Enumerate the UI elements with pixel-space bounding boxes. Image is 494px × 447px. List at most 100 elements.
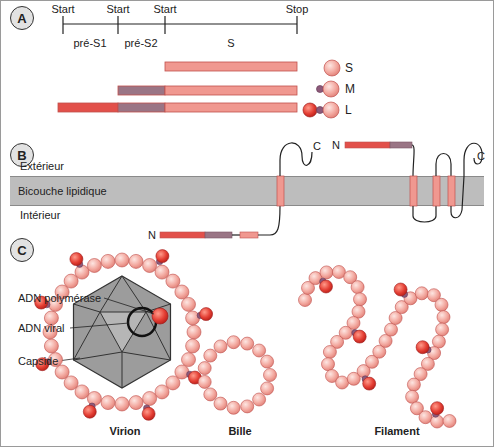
s-protein-bead xyxy=(204,388,217,401)
start-label: Start xyxy=(153,3,176,16)
s-protein-bead xyxy=(115,397,129,411)
pre-s1-ball xyxy=(142,407,155,420)
legend-text: S xyxy=(345,62,353,75)
side-label: Intérieur xyxy=(20,209,60,222)
pre-s1-ball xyxy=(394,283,407,296)
s-protein-bead xyxy=(75,265,89,279)
pre-s1-ball xyxy=(363,377,376,390)
s-protein-bead xyxy=(436,323,449,336)
panel-letter: A xyxy=(10,6,34,30)
node-text: C xyxy=(17,243,26,258)
part-label: Capside xyxy=(18,355,58,368)
pre-s1-ball xyxy=(320,280,333,293)
particle-name: Bille xyxy=(228,425,251,438)
s-protein-bead xyxy=(214,397,227,410)
s-protein-bead xyxy=(354,293,367,306)
legend-text: M xyxy=(345,83,355,96)
s-protein-bead xyxy=(443,415,456,428)
start-label: Start xyxy=(51,3,74,16)
side-label: Extérieur xyxy=(20,160,64,173)
protein-bars xyxy=(58,62,297,112)
s-protein-bead xyxy=(227,401,240,414)
region-label: S xyxy=(227,37,234,50)
legend-samples xyxy=(303,60,340,118)
particle-name: Filament xyxy=(374,425,419,438)
s-protein-bead xyxy=(186,339,200,353)
s-protein-bead xyxy=(407,378,420,391)
s-protein-bead xyxy=(299,294,312,307)
s-protein-bead xyxy=(227,336,240,349)
region-label: pré-S1 xyxy=(73,37,106,50)
s-protein-bead xyxy=(129,396,143,410)
pre-s1-ball xyxy=(83,405,96,418)
s-protein-bead xyxy=(419,411,432,424)
dna-circle xyxy=(128,308,156,336)
s-protein-bead xyxy=(101,396,115,410)
pre-s1-ball xyxy=(156,250,169,263)
s-protein-bead xyxy=(214,340,227,353)
pre-s1-ball xyxy=(353,330,366,343)
pre-s1-ball xyxy=(431,402,444,415)
s-protein-bead xyxy=(101,254,115,268)
particle-beads xyxy=(35,250,456,428)
s-protein-bead xyxy=(406,390,419,403)
s-protein-bead xyxy=(415,287,428,300)
panel-letter: C xyxy=(10,238,34,262)
stop-label: Stop xyxy=(286,3,309,16)
s-protein-bead xyxy=(129,254,143,268)
s-protein-bead xyxy=(198,375,211,388)
filament-guide xyxy=(305,272,458,422)
part-label: ADN viral xyxy=(18,322,64,335)
s-protein-bead xyxy=(322,358,335,371)
s-protein-bead xyxy=(44,339,58,353)
s-protein-bead xyxy=(175,285,189,299)
s-protein-bead xyxy=(432,335,445,348)
s-protein-bead xyxy=(435,298,448,311)
s-protein-bead xyxy=(264,369,277,382)
s-protein-bead xyxy=(198,362,211,375)
terminus-label: N xyxy=(148,229,156,242)
terminus-label: C xyxy=(477,150,485,163)
s-protein-bead xyxy=(437,311,450,324)
s-protein-bead xyxy=(143,259,157,273)
terminus-label: C xyxy=(313,140,321,153)
start-label: Start xyxy=(106,3,129,16)
s-protein-bead xyxy=(55,365,69,379)
legend-text: L xyxy=(345,104,352,117)
s-protein-bead xyxy=(143,392,157,406)
pre-s1-ball xyxy=(70,253,83,266)
s-protein-bead xyxy=(261,382,274,395)
s-protein-bead xyxy=(320,266,333,279)
node-text: A xyxy=(17,11,26,26)
terminus-label: N xyxy=(332,139,340,152)
leader-lines xyxy=(58,298,154,361)
part-label: ADN polymérase xyxy=(18,292,101,305)
s-protein-bead xyxy=(204,349,217,362)
s-protein-bead xyxy=(155,385,169,399)
pre-s1-ball xyxy=(200,308,213,321)
region-label: pré-S2 xyxy=(124,37,157,50)
polymerase-ball xyxy=(152,308,168,324)
s-protein-bead xyxy=(253,393,266,406)
node-text: Bicouche lipidique xyxy=(18,185,107,197)
s-protein-bead xyxy=(323,346,336,359)
s-protein-bead xyxy=(182,297,196,311)
s-protein-bead xyxy=(187,325,201,339)
pre-s1-ball xyxy=(416,341,429,354)
s-protein-bead xyxy=(385,323,398,336)
s-protein-bead xyxy=(87,259,101,273)
s-protein-bead xyxy=(261,355,274,368)
s-protein-bead xyxy=(241,400,254,413)
s-protein-bead xyxy=(379,334,392,347)
s-protein-bead xyxy=(87,392,101,406)
s-protein-bead xyxy=(186,311,200,325)
particle-name: Virion xyxy=(110,425,141,438)
s-protein-bead xyxy=(253,344,266,357)
s-protein-bead xyxy=(351,281,364,294)
s-protein-bead xyxy=(241,337,254,350)
s-protein-bead xyxy=(115,253,129,267)
gene-map xyxy=(63,16,297,34)
